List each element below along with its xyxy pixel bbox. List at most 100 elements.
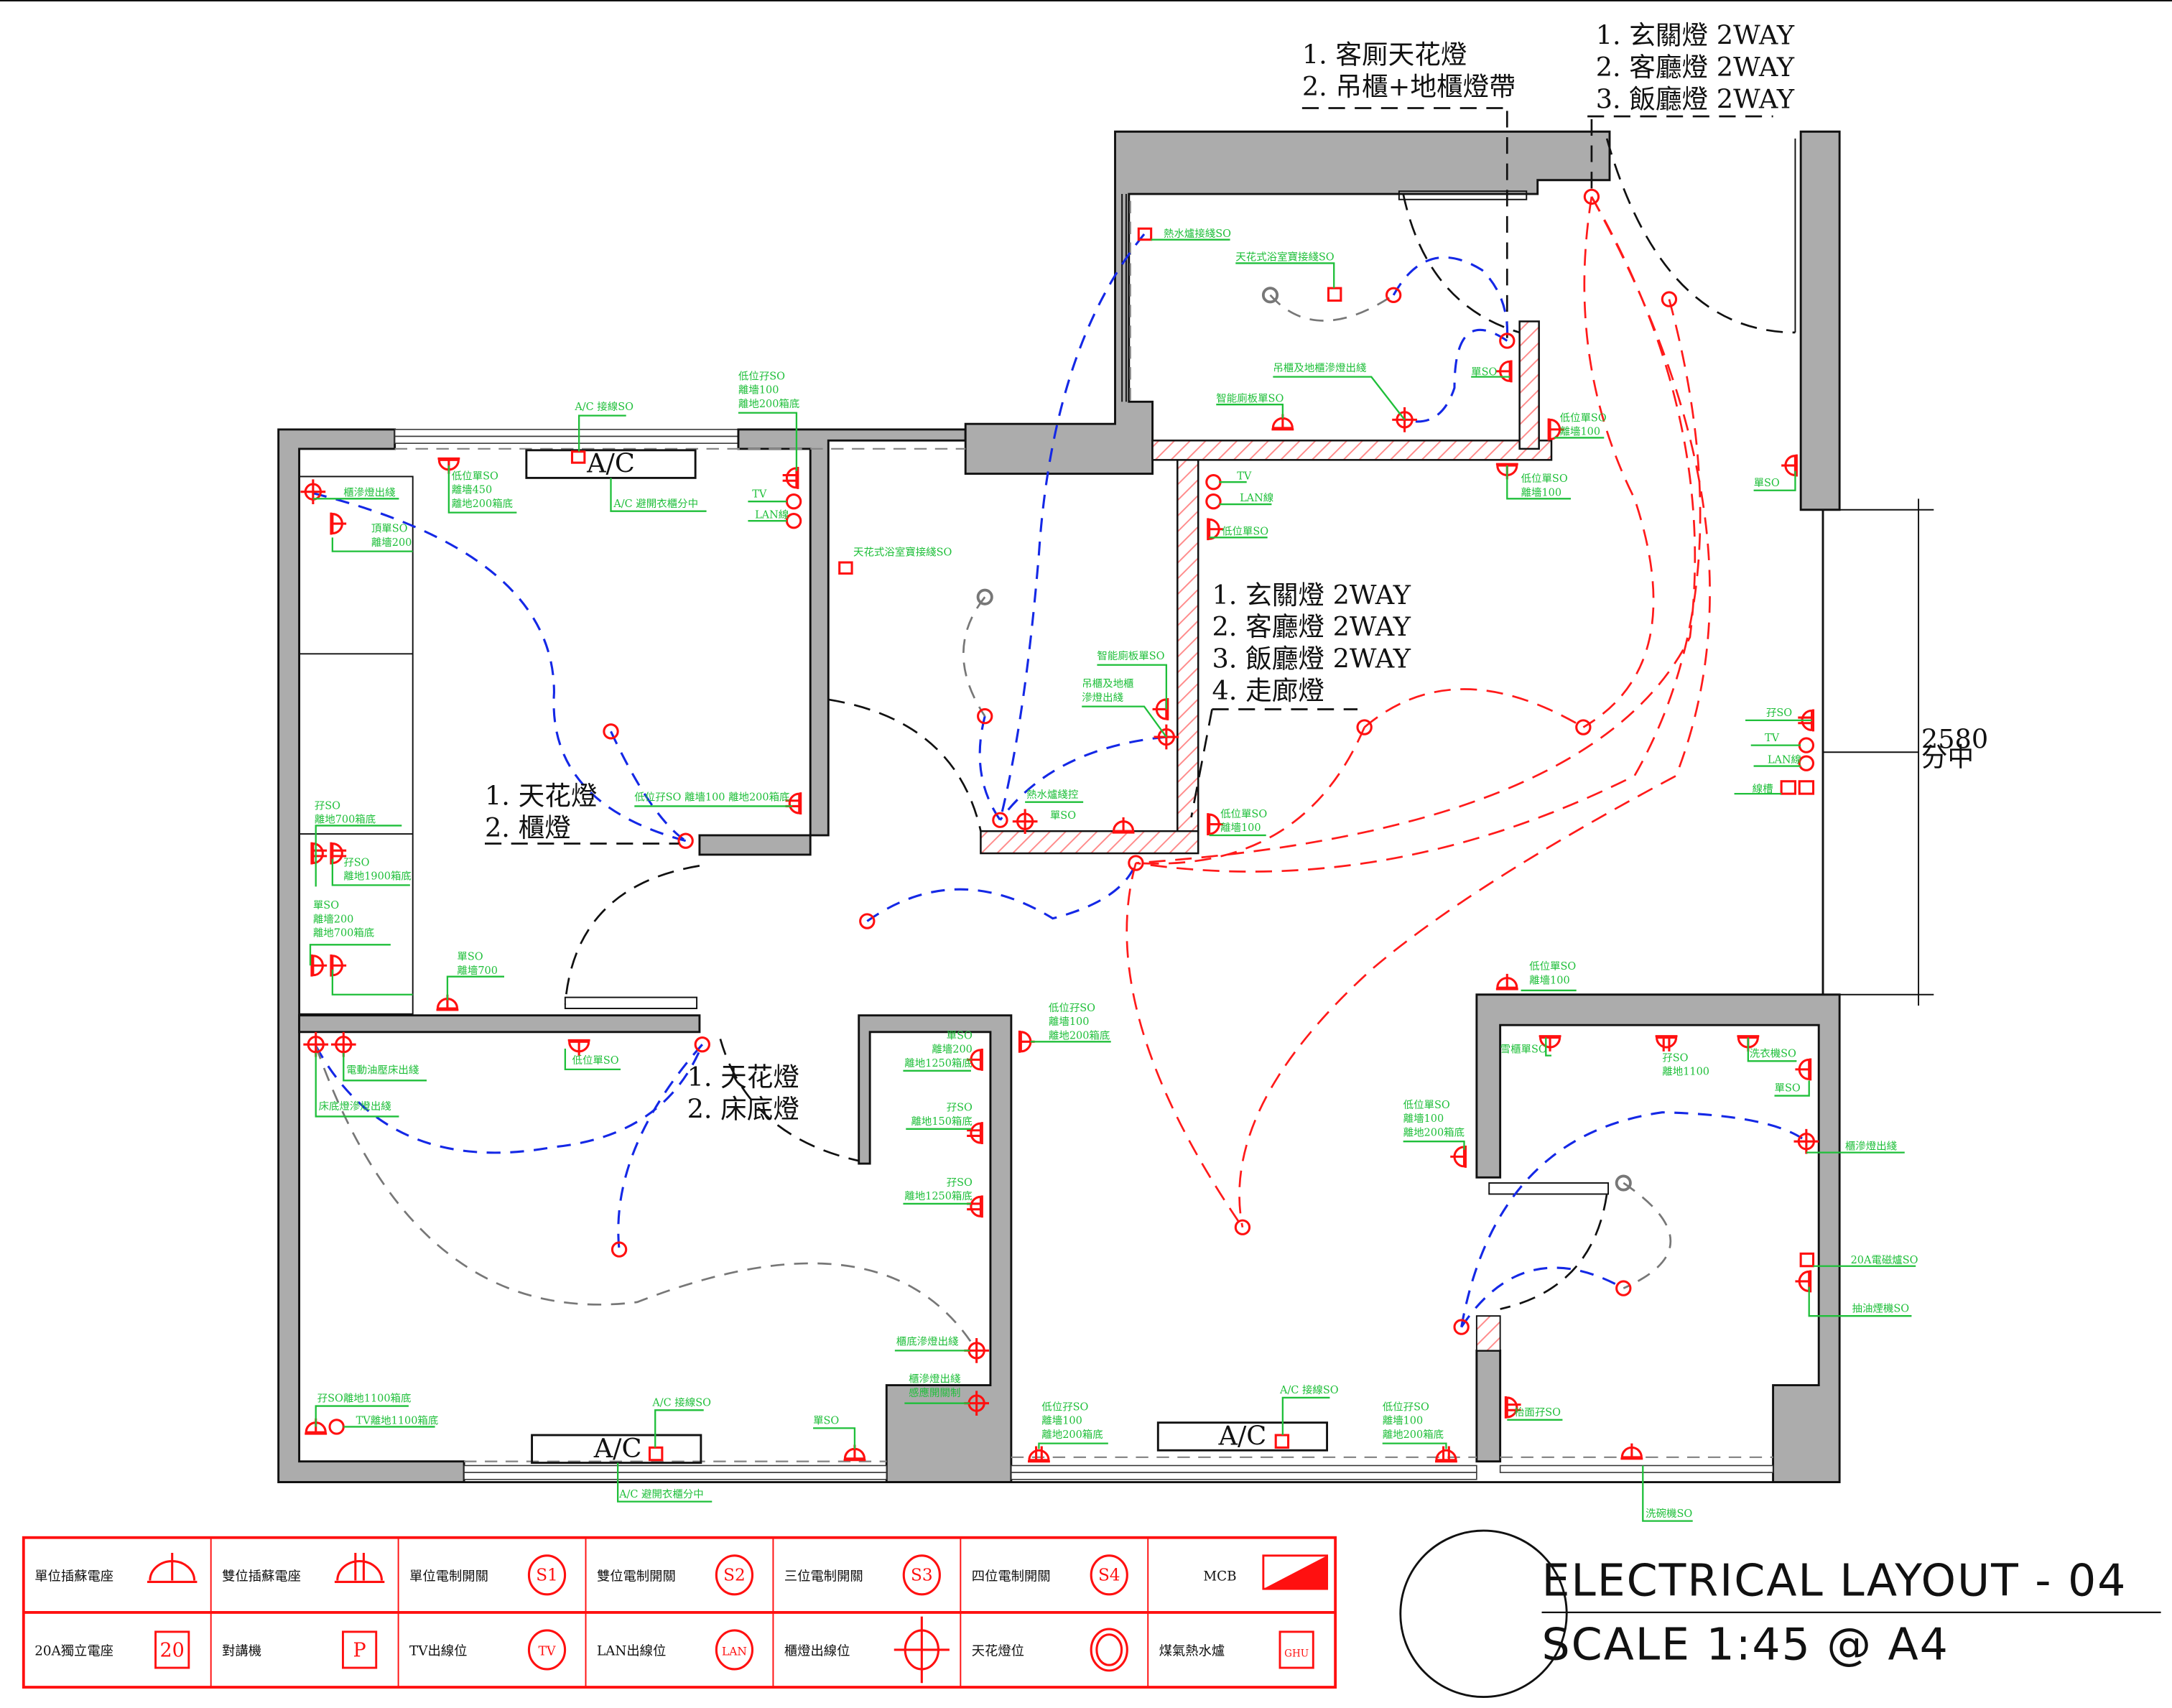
outlet-label-single-1250: 單SO [947,1030,973,1041]
annotation-line: 2. 客廳燈 2WAY [1212,611,1411,642]
outlet-label-low-single-100d: 低位單SO [1529,960,1576,973]
outlet-label-fridge: 雪櫃單SO [1500,1044,1547,1056]
legend-label: 煤氣熱水爐 [1159,1644,1225,1659]
outlet-label-double-right: 孖SO [1766,707,1792,719]
lighting-circuits [312,233,1807,1352]
outlet-label-low-double-living: 離地200箱底 [1049,1029,1110,1041]
legend-symbol-ceiling-light-icon [1090,1628,1128,1672]
outlet-label-lan-3: LAN線 [1768,754,1801,766]
legend-symbol-s3-icon: S3 [902,1554,941,1596]
legend-item-single-socket: 單位插蘇電座 [34,1552,198,1584]
outlet-label-top-single: 頂單SO [371,524,408,535]
outlet-label-low-double-line: 低位孖SO 離墻100 離地200箱底 [634,791,789,804]
ac-label: A/C [586,448,635,479]
outlet-label-counter-double: 枱面孖SO [1514,1406,1561,1419]
drawing-scale: SCALE 1:45 @ A4 [1542,1618,1949,1670]
outlet-label-tv-1100: TV離地1100箱底 [356,1414,439,1427]
outlet-label-single-1250: 離地1250箱底 [904,1057,973,1069]
legend-symbol-20-icon: 20 [154,1630,190,1669]
outlet-label-single-right: 單SO [1754,478,1780,489]
switch-s1-icon [677,832,694,849]
legend-item-double-socket: 雙位插蘇電座 [222,1552,385,1584]
outlet-label-single-700: 離墻700 [457,964,498,977]
lan-outlet-icon [1798,755,1815,771]
outlet-label-double-150: 孖SO [947,1102,973,1114]
outlet-label-low-single-100c: 低位單SO [1220,808,1267,820]
legend-item-cabinet-light: 櫃燈出線位 [784,1616,950,1684]
outlet-label-low-single-kitchen: 離地200箱底 [1403,1125,1465,1138]
outlet-label-smart-toilet-2: 智能廁板單SO [1097,649,1164,662]
switch-s4-icon [1128,855,1144,871]
outlet-label-top-single: 離墻200 [371,536,412,549]
annotation-guest-wc: 1. 客厠天花燈 2. 吊櫃+地櫃燈帶 [1301,40,1516,109]
outlet-label-low-double-b2: 離地200箱底 [1383,1428,1444,1441]
outlet-label-cab-floor-light-2: 滲燈出綫 [1082,692,1123,704]
legend-item-p: 對講機 P [222,1630,378,1669]
legend-label: 三位電制開關 [784,1569,863,1584]
annotation-line: 1. 客厠天花燈 [1302,40,1467,70]
ac-unit-living: A/C [1156,1421,1329,1452]
svg-text:S4: S4 [1098,1567,1120,1585]
outlet-label-low-single-450: 離地200箱底 [452,497,513,510]
legend-symbol-p-icon: P [342,1630,378,1669]
outlet-label-low-single-100b: 低位單SO [1521,473,1568,485]
outlet-label-double-1100: 孖SO離地1100箱底 [317,1392,412,1405]
legend-label: MCB [1203,1569,1236,1584]
switch-circuits [1126,196,1711,1228]
dimension-note: 分中 [1921,742,1974,773]
ac-unit-master: A/C [531,1433,702,1465]
outlet-label-ac-wire-3: A/C 接線SO [1279,1384,1339,1396]
outlet-label-double-700: 離地700箱底 [315,813,376,826]
legend-symbol-double-socket-icon [334,1552,385,1584]
annotation-line: 2. 床底燈 [687,1093,799,1124]
title-block: ELECTRICAL LAYOUT - 04 SCALE 1:45 @ A4 [1399,1529,2161,1698]
gas-heater-icon [1137,227,1153,241]
outlet-label-single-bath2: 單SO [1050,810,1076,822]
annotation-line: 4. 走廊燈 [1212,675,1324,706]
legend-symbol-s4-icon: S4 [1090,1554,1128,1596]
legend-item-mcb: MCB [1203,1554,1329,1590]
outlet-label-double-1900: 離地1900箱底 [343,870,412,883]
outlet-label-cab-light-k: 櫃滲燈出綫 [1845,1141,1898,1153]
legend-symbol-s1-icon: S1 [527,1554,567,1596]
outlet-label-low-single-100a: 離墻100 [1560,425,1600,438]
outlet-label-low-double-b1: 低位孖SO [1041,1401,1088,1413]
legend-label: 20A獨立電座 [34,1644,113,1659]
svg-text:S1: S1 [536,1567,558,1585]
outlet-label-single-200-700: 離地700箱底 [313,927,374,939]
annotation-line: 1. 天花燈 [485,781,597,812]
legend-symbol-mcb-icon [1262,1554,1329,1590]
outlet-label-low-double-top: 低位孖SO [738,370,785,382]
outlet-label-tv-2: TV [1237,470,1252,482]
svg-text:S3: S3 [911,1567,933,1585]
outlet-label-washer: 洗衣機SO [1750,1048,1796,1060]
outlet-label-induction: 20A電磁爐SO [1851,1254,1918,1266]
annotation-line: 2. 客廳燈 2WAY [1596,52,1795,83]
legend-label: 櫃燈出線位 [784,1644,850,1659]
outlet-label-low-single-450: 離墻450 [452,483,493,496]
svg-text:GHU: GHU [1284,1648,1309,1660]
outlet-label-ac-wardrobe-1: A/C 避開衣櫃分中 [613,498,698,510]
outlet-label-lan-1: LAN線 [755,509,789,521]
annotation-line: 1. 玄關燈 2WAY [1596,20,1795,51]
outlet-label-double-700: 孖SO [315,799,340,812]
legend-label: 對講機 [222,1644,261,1659]
annotation-master: 1. 天花燈 2. 床底燈 [687,1062,799,1124]
outlet-label-bath-fan-1: 天花式浴室寶接綫SO [853,545,952,558]
outlet-label-low-single-kitchen: 低位單SO [1403,1099,1450,1111]
svg-text:S2: S2 [723,1567,746,1585]
leader-lines [309,238,1916,1522]
outlet-label-single-1250: 離墻200 [932,1043,973,1056]
outlet-label-single-200-700: 離墻200 [313,912,354,925]
trunking-icon [1780,780,1796,795]
outlet-label-double-150: 離地150箱底 [911,1115,972,1128]
legend-symbol-lan-icon: LAN [715,1629,754,1671]
legend-symbol-cabinet-light-icon [894,1616,950,1684]
outlet-label-low-single-kitchen: 離墻100 [1403,1112,1444,1125]
outlet-label-ac-wire-1: A/C 接線SO [574,401,634,413]
legend-symbol-tv-icon: TV [527,1629,567,1671]
